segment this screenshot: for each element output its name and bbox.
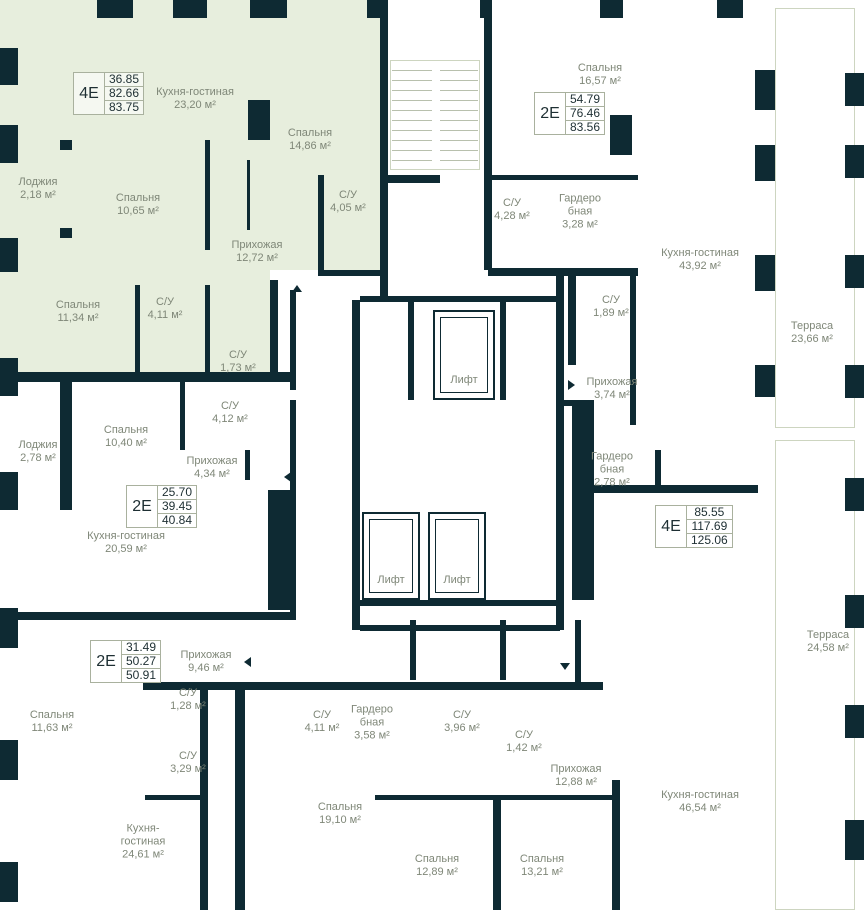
- entrance-arrow-icon: [568, 380, 575, 390]
- highlighted-apartment-extra: [270, 270, 380, 375]
- lift: Лифт: [433, 310, 495, 400]
- lift: Лифт: [362, 512, 420, 600]
- terrace-outline: [775, 440, 855, 910]
- entrance-arrow-icon: [292, 285, 302, 292]
- entrance-arrow-icon: [244, 657, 251, 667]
- entrance-arrow-icon: [560, 663, 570, 670]
- entrance-arrow-icon: [284, 472, 291, 482]
- terrace-outline: [775, 8, 855, 428]
- stair-shaft: [390, 60, 480, 170]
- lift: Лифт: [428, 512, 486, 600]
